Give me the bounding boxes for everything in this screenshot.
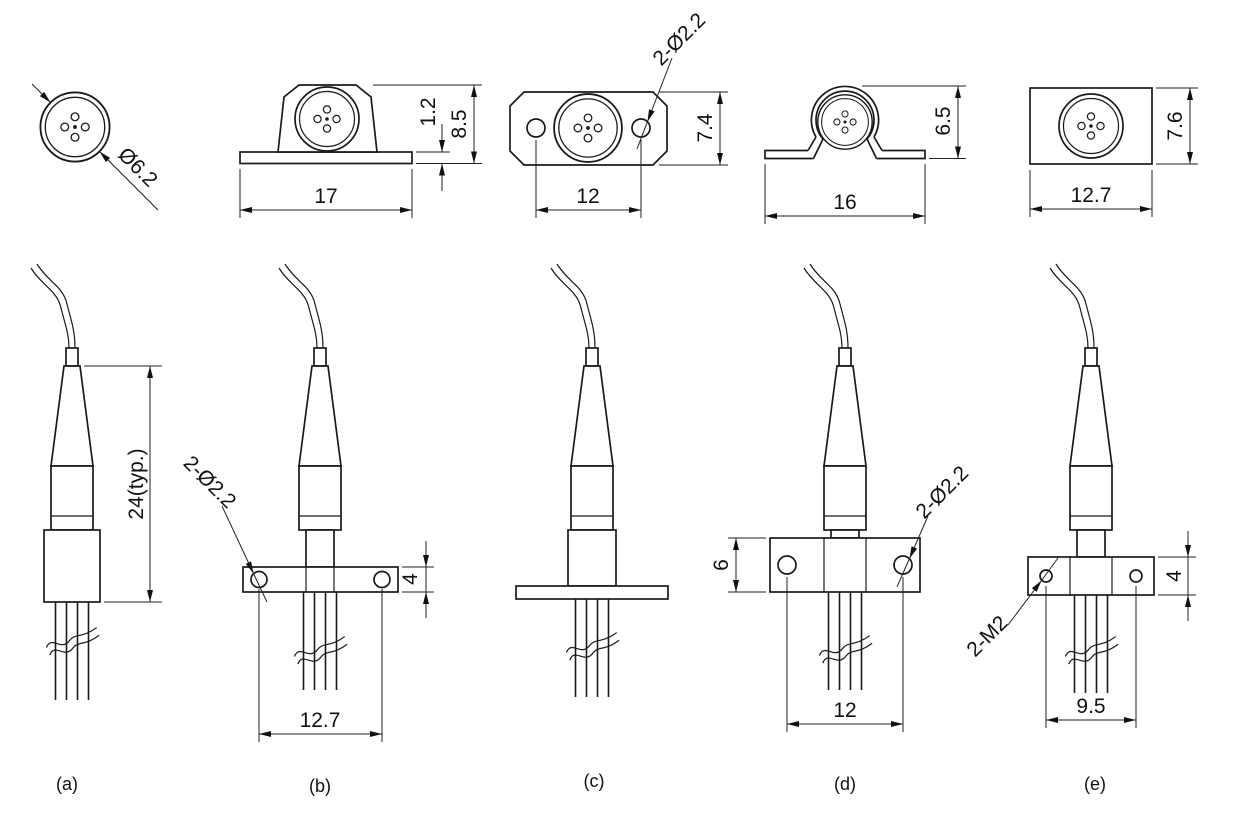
dim-label-screw-holes: 2-M2	[962, 611, 1012, 661]
break-symbol	[43, 626, 102, 657]
to-can-face	[817, 94, 873, 150]
panel-e: 7.6 12.7 4 2-M2	[962, 87, 1198, 794]
panel-d-caption: (d)	[834, 774, 856, 794]
panel-c: 2-Ø2.2 7.4 12 (c)	[509, 9, 728, 791]
panel-b: 1.2 8.5 17 2-Ø2.2	[179, 84, 482, 796]
panel-e-top-view	[1029, 87, 1153, 165]
break-symbol	[816, 634, 875, 665]
dim-label-holes: 2-Ø2.2	[649, 9, 711, 71]
screw-hole	[1129, 569, 1143, 583]
dim-label-base-thickness: 1.2	[417, 97, 440, 126]
panel-a-top-view: Ø6.2	[31, 83, 162, 211]
dim-label-height: 8.5	[448, 109, 471, 138]
dim-label-flange-thickness: 4	[1163, 570, 1186, 582]
pigtail-device	[803, 263, 867, 531]
panel-e-caption: (e)	[1084, 774, 1106, 794]
mount-hole	[526, 118, 546, 138]
panel-a-dimensions: 24(typ.)	[84, 365, 162, 603]
dim-label-hole-spacing: 12	[833, 699, 856, 722]
break-symbol	[1062, 635, 1121, 666]
mount-hole	[373, 570, 391, 589]
break-symbol	[291, 635, 350, 666]
panel-d-side-view	[769, 263, 921, 691]
device-base	[43, 529, 101, 603]
pigtail-device	[278, 263, 342, 531]
panel-a-caption: (a)	[56, 774, 78, 794]
panel-c-caption: (c)	[584, 771, 605, 791]
clip-outer-arc	[810, 85, 880, 138]
mount-hole	[631, 118, 651, 138]
panel-c-top-view	[509, 91, 668, 166]
panel-b-top-dimensions: 1.2 8.5 17	[239, 84, 482, 218]
device-base	[567, 529, 617, 587]
device-neck	[305, 529, 335, 568]
pigtail-device	[550, 263, 614, 531]
to-can-face	[39, 91, 111, 163]
dim-label-hole-spacing: 12.7	[300, 709, 341, 732]
lead-pins	[1073, 594, 1109, 694]
dim-label-width: 12.7	[1071, 184, 1112, 207]
mount-flange	[242, 566, 399, 593]
panel-b-top-view	[239, 84, 413, 165]
panel-e-top-dimensions: 7.6 12.7	[1029, 87, 1198, 217]
device-neck	[1076, 529, 1106, 558]
lead-pins	[302, 591, 338, 691]
pigtail-device	[30, 263, 94, 531]
lead-pins	[827, 591, 863, 691]
panel-a-side-view	[30, 263, 102, 701]
pigtail-device	[1049, 263, 1113, 531]
dim-label-height: 7.4	[694, 113, 717, 143]
dim-label-width: 16	[833, 191, 856, 214]
dim-label-flange-height: 6	[710, 559, 733, 571]
dim-label-holes: 2-Ø2.2	[179, 452, 241, 514]
clip-left-foot	[764, 149, 814, 160]
clip-right-foot	[876, 149, 926, 160]
panel-e-side-view	[1027, 263, 1155, 694]
dim-label-hole-spacing: 9.5	[1076, 695, 1105, 718]
dim-label-width: 17	[314, 185, 337, 208]
to-can-face	[553, 93, 623, 163]
panel-a: Ø6.2 24(typ.) (a)	[30, 83, 162, 794]
dim-label-height: 6.5	[932, 106, 955, 135]
dim-label-holes: 2-Ø2.2	[912, 462, 974, 524]
dim-label-height: 7.6	[1164, 111, 1187, 140]
clip-inner-arc	[815, 90, 875, 140]
panel-d-top-view	[764, 85, 926, 160]
panel-d-top-dimensions: 6.5 16	[764, 85, 966, 224]
dim-label-diameter: Ø6.2	[113, 143, 161, 191]
to-can-face	[294, 86, 360, 152]
dim-label-body-length: 24(typ.)	[125, 448, 148, 519]
break-symbol	[563, 631, 622, 662]
panel-d: 6.5 16 6 2-Ø2.2 12	[710, 85, 974, 794]
dim-label-hole-spacing: 12	[576, 185, 599, 208]
mount-base-plate	[239, 151, 413, 165]
panel-b-side-view	[242, 263, 399, 691]
panel-b-caption: (b)	[309, 776, 331, 796]
to-can-face	[1058, 93, 1124, 159]
mount-flange	[515, 585, 669, 600]
mount-hole	[777, 555, 797, 575]
panel-c-side-view	[515, 263, 669, 698]
device-neck	[830, 529, 860, 539]
dim-label-flange-thickness: 4	[399, 573, 422, 585]
